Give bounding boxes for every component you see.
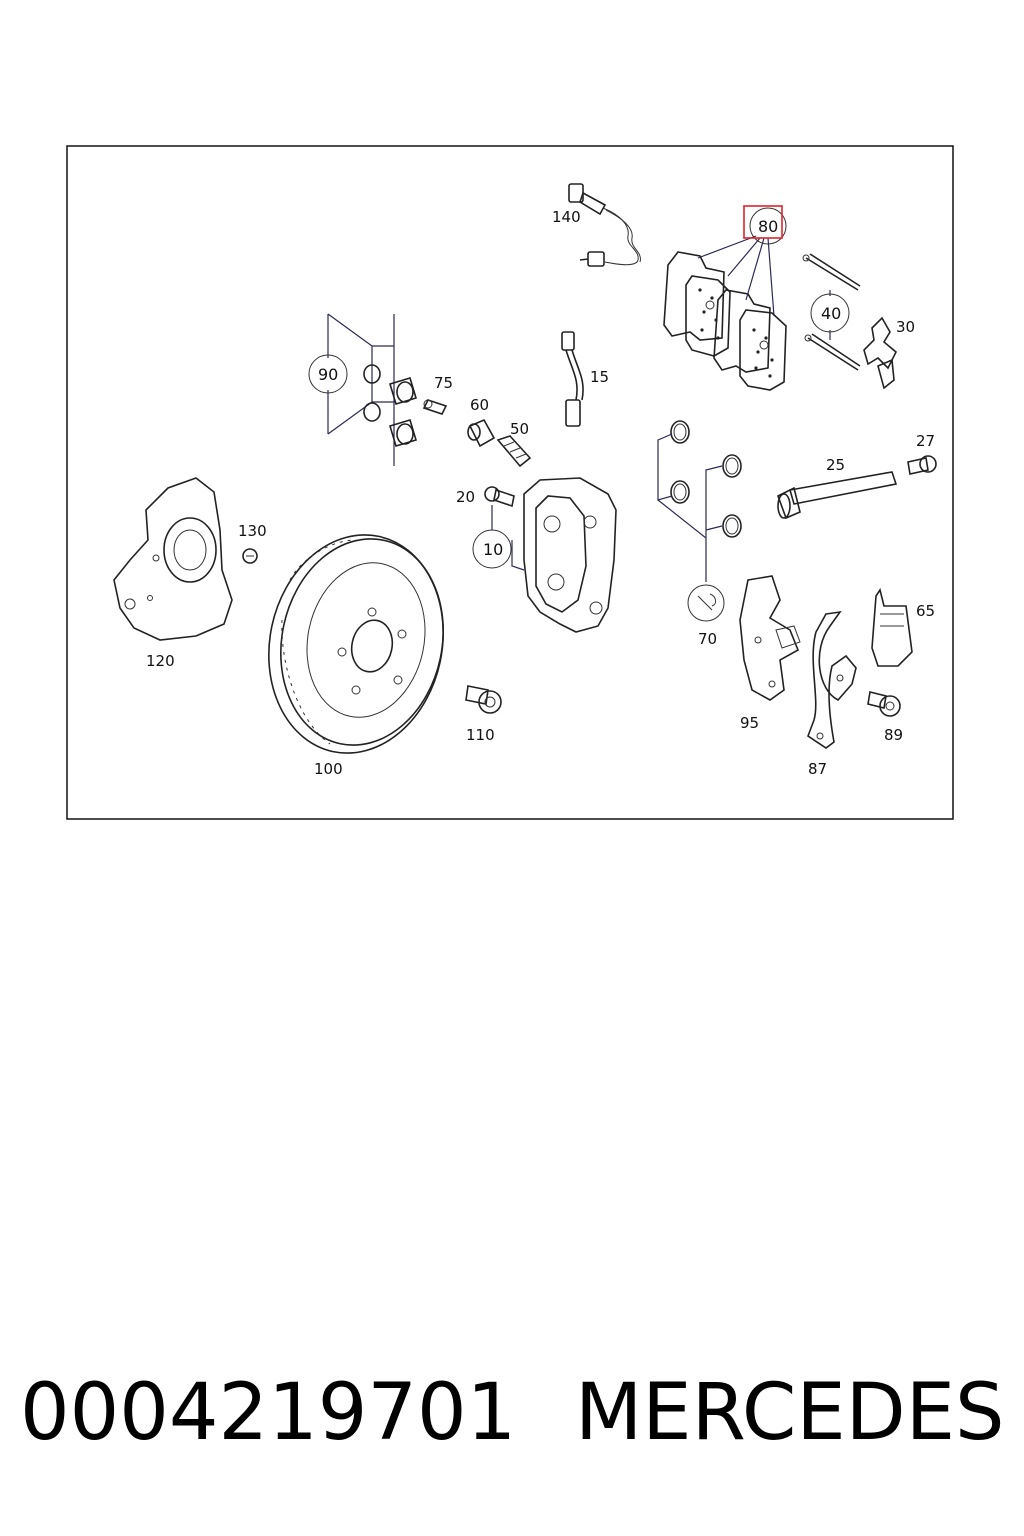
- label-27: 27: [916, 432, 935, 450]
- callout-circle-10: [472, 529, 512, 569]
- callout-circle-80: [749, 207, 787, 245]
- label-40: 40: [821, 304, 841, 323]
- bolt-20-part: [484, 486, 515, 530]
- label-60: 60: [470, 396, 489, 414]
- leader-80: [697, 235, 775, 317]
- guide-pins-part: [802, 253, 861, 371]
- callout-circle-90: [308, 354, 348, 394]
- bolt-27-part: [907, 455, 937, 475]
- bleed-screw-part: [422, 399, 448, 415]
- footer: 0004219701 MERCEDES: [20, 1368, 1010, 1468]
- brake-hose-part: [561, 331, 584, 427]
- bolt-25-part: [777, 471, 898, 520]
- screw-130-part: [242, 548, 258, 564]
- brand-name: MERCEDES: [575, 1368, 1005, 1458]
- screw-110-part: [465, 685, 502, 714]
- dust-cap-part: [467, 418, 496, 448]
- bracket-95-part: [739, 575, 801, 701]
- label-89: 89: [884, 726, 903, 744]
- label-10: 10: [483, 540, 503, 559]
- label-100: 100: [314, 760, 343, 778]
- anti-rattle-plate-part: [871, 588, 913, 667]
- screw-89-part: [867, 691, 901, 717]
- brake-pads-part: [663, 251, 787, 391]
- diagram-frame: [66, 145, 954, 820]
- label-120: 120: [146, 652, 175, 670]
- bleeder-valve-part: [496, 435, 532, 468]
- part-number: 0004219701: [20, 1368, 517, 1458]
- label-80: 80: [758, 217, 778, 236]
- label-50: 50: [510, 420, 529, 438]
- seal-kit-part: [327, 313, 417, 466]
- label-30: 30: [896, 318, 915, 336]
- callout-circle-40: [810, 293, 850, 333]
- highlight-box-80: [743, 205, 783, 239]
- wire-spring-87-part: [807, 610, 857, 749]
- label-25: 25: [826, 456, 845, 474]
- wear-sensor-part: [568, 183, 641, 267]
- brake-disc-part: [268, 534, 444, 754]
- caliper-seals-part: [657, 420, 742, 582]
- label-20: 20: [456, 488, 475, 506]
- label-90: 90: [318, 365, 338, 384]
- spring-clip-part: [863, 316, 897, 390]
- label-110: 110: [466, 726, 495, 744]
- splash-shield-part: [113, 477, 233, 641]
- label-70: 70: [698, 630, 717, 648]
- label-75: 75: [434, 374, 453, 392]
- label-87: 87: [808, 760, 827, 778]
- label-130: 130: [238, 522, 267, 540]
- label-95: 95: [740, 714, 759, 732]
- caliper-part: [511, 477, 617, 633]
- label-15: 15: [590, 368, 609, 386]
- label-65: 65: [916, 602, 935, 620]
- label-140: 140: [552, 208, 581, 226]
- callout-circle-70: [687, 584, 725, 622]
